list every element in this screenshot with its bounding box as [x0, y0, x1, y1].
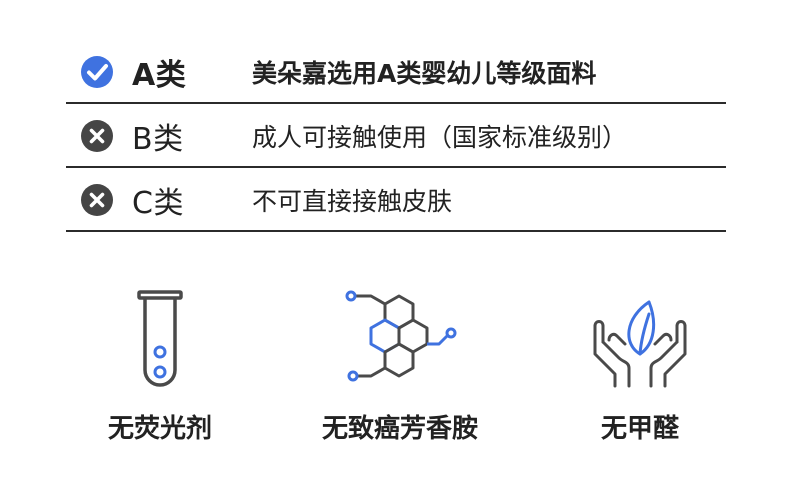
grade-label: C类: [132, 186, 184, 221]
row-divider: [66, 230, 726, 232]
test-tube-icon: [60, 282, 260, 392]
feature-list: 无荧光剂: [60, 282, 740, 462]
hands-leaf-icon: [540, 282, 740, 392]
check-circle-icon: [80, 55, 114, 89]
grade-description: 不可直接接触皮肤: [252, 187, 453, 216]
grade-description: 成人可接触使用（国家标准级别）: [252, 123, 628, 152]
grade-description: 美朵嘉选用A类婴幼儿等级面料: [252, 59, 597, 88]
row-divider: [66, 166, 726, 168]
feature-label: 无甲醛: [600, 414, 679, 444]
feature-no-aromatic-amine: 无致癌芳香胺: [300, 282, 500, 445]
row-divider: [66, 102, 726, 104]
feature-label: 无致癌芳香胺: [321, 414, 478, 444]
cross-circle-icon: [80, 183, 114, 217]
grade-label: A类: [132, 58, 187, 93]
cross-circle-icon: [80, 119, 114, 153]
grade-row-c: C类 不可直接接触皮肤: [66, 168, 726, 232]
grade-table: A类 美朵嘉选用A类婴幼儿等级面料 B类 成人可接触使用（国家标准级别） C类 …: [66, 40, 726, 232]
grade-row-b: B类 成人可接触使用（国家标准级别）: [66, 104, 726, 168]
molecule-icon: [300, 282, 500, 392]
grade-label: B类: [132, 122, 184, 157]
feature-no-formaldehyde: 无甲醛: [540, 282, 740, 445]
grade-row-a: A类 美朵嘉选用A类婴幼儿等级面料: [66, 40, 726, 104]
feature-label: 无荧光剂: [107, 414, 212, 444]
feature-no-fluorescent: 无荧光剂: [60, 282, 260, 445]
